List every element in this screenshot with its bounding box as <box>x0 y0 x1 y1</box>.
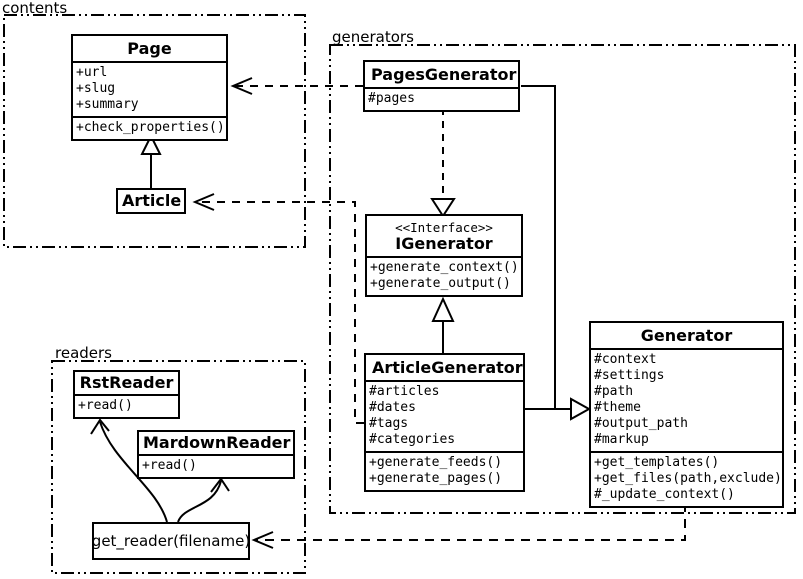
function-label: get_reader(filename) <box>91 532 251 550</box>
package-label-contents: contents <box>2 0 68 17</box>
member-row: #markup <box>594 432 649 447</box>
class-title: MardownReader <box>143 433 291 452</box>
attributes-compartment: #pages <box>365 87 518 110</box>
class-box-pagesgenerator: PagesGenerator #pages <box>363 60 520 112</box>
member-row: #tags <box>369 416 409 431</box>
inheritance-triangle-generator <box>570 397 592 421</box>
class-box-articlegenerator: ArticleGenerator #articles#dates#tags#ca… <box>364 353 525 492</box>
methods-compartment: +generate_feeds()+generate_pages() <box>366 451 523 490</box>
edge-getreader-to-mardownreader <box>177 480 222 523</box>
methods-compartment: +get_templates()+get_files(path,exclude)… <box>591 451 782 506</box>
package-border-contents <box>3 14 306 248</box>
class-title: Generator <box>640 326 733 345</box>
member-row: #output_path <box>594 416 688 431</box>
member-row: +check_properties() <box>76 120 225 135</box>
edge-getreader-to-rstreader <box>99 421 168 523</box>
class-title: RstReader <box>79 373 174 392</box>
class-title: IGenerator <box>395 234 493 253</box>
open-arrowhead-article <box>192 193 215 211</box>
member-row: +get_files(path,exclude) <box>594 471 782 486</box>
member-row: +read() <box>78 398 133 413</box>
function-box-getreader: get_reader(filename) <box>92 522 250 560</box>
package-label-generators: generators <box>332 28 414 46</box>
open-arrowhead-page <box>230 77 253 95</box>
attributes-compartment: #context#settings#path#theme#output_path… <box>591 348 782 451</box>
member-row: +get_templates() <box>594 455 720 470</box>
class-title: ArticleGenerator <box>372 358 523 377</box>
open-arrowhead-rstreader <box>90 418 110 435</box>
class-box-generator: Generator #context#settings#path#theme#o… <box>589 321 784 508</box>
member-row: #path <box>594 384 634 399</box>
class-box-rstreader: RstReader +read() <box>73 370 180 419</box>
inheritance-triangle-igenerator-bottom <box>431 296 455 322</box>
inheritance-triangle-page <box>140 133 162 155</box>
member-row: #theme <box>594 400 641 415</box>
stereotype-label: <<Interface>> <box>395 220 493 235</box>
package-border-readers <box>51 360 306 574</box>
member-row: +summary <box>76 97 139 112</box>
class-box-article: Article <box>116 188 186 214</box>
member-row: +generate_context() <box>370 260 519 275</box>
interface-box-igenerator: <<Interface>> IGenerator +generate_conte… <box>365 214 523 297</box>
member-row: +generate_feeds() <box>369 455 503 470</box>
member-row: +slug <box>76 81 116 96</box>
methods-compartment: +read() <box>139 454 293 477</box>
member-row: #settings <box>594 368 665 383</box>
class-title: Article <box>122 191 182 210</box>
methods-compartment: +generate_context()+generate_output() <box>367 256 521 295</box>
edge-generator-to-getreader <box>254 503 686 541</box>
attributes-compartment: #articles#dates#tags#categories <box>366 380 523 451</box>
class-box-page: Page +url+slug+summary +check_properties… <box>71 34 228 141</box>
methods-compartment: +check_properties() <box>73 116 226 139</box>
member-row: #dates <box>369 400 416 415</box>
realization-triangle-igenerator-top <box>430 198 456 218</box>
open-arrowhead-getreader <box>251 531 274 549</box>
attributes-compartment: +url+slug+summary <box>73 61 226 116</box>
class-title: Page <box>127 39 172 58</box>
class-box-mardownreader: MardownReader +read() <box>137 430 295 479</box>
member-row: +url <box>76 65 108 80</box>
member-row: #pages <box>368 91 415 106</box>
member-row: +generate_pages() <box>369 471 503 486</box>
methods-compartment: +read() <box>75 394 178 417</box>
package-border-generators <box>329 44 796 514</box>
member-row: #context <box>594 352 657 367</box>
class-title: PagesGenerator <box>371 65 517 84</box>
open-arrowhead-mardownreader <box>210 477 230 493</box>
edge-articlegenerator-to-article <box>195 201 364 424</box>
member-row: #categories <box>369 432 456 447</box>
package-label-readers: readers <box>55 344 112 362</box>
member-row: +read() <box>142 458 197 473</box>
member-row: #_update_context() <box>594 487 735 502</box>
member-row: +generate_output() <box>370 276 511 291</box>
edge-pagesgenerator-to-generator <box>521 85 556 409</box>
member-row: #articles <box>369 384 440 399</box>
